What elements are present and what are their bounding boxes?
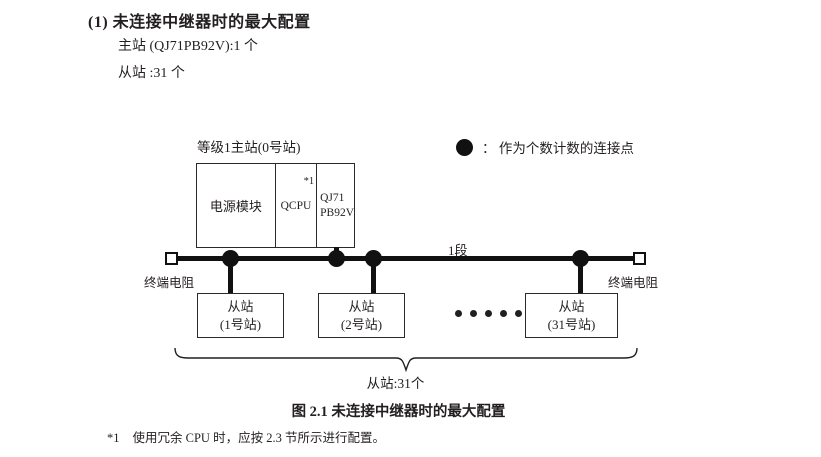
slave-station-2-title: 从站	[348, 298, 375, 314]
ellipsis-dot	[485, 310, 492, 317]
network-module-label-line1: QJ71	[320, 192, 345, 205]
slave-group-brace	[174, 347, 638, 373]
filled-circle-icon	[456, 138, 473, 156]
terminator-right-label: 终端电阻	[608, 276, 659, 290]
ellipsis-dot	[500, 310, 507, 317]
connection-node-master	[328, 250, 345, 267]
slave-station-1-title: 从站	[227, 298, 254, 314]
slave31-drop-line	[578, 258, 583, 294]
slave-station-2-number: (2号站)	[340, 316, 383, 332]
slave1-drop-line	[228, 258, 233, 294]
slave-station-box-1: 从站 (1号站)	[197, 293, 284, 338]
ellipsis-dot	[470, 310, 477, 317]
terminator-left-icon	[165, 252, 178, 265]
segment-label: 1段	[448, 243, 468, 258]
ellipsis-dot	[515, 310, 522, 317]
network-module-label-line2: PB92V	[320, 206, 354, 219]
master-station-box: 电源模块 QCPU *1 QJ71 PB92V	[196, 163, 355, 248]
slave-group-label: 从站:31个	[366, 376, 425, 391]
slave-station-box-31: 从站 (31号站)	[525, 293, 618, 338]
heading-detail-master: 主站 (QJ71PB92V):1 个	[118, 39, 259, 54]
slave-station-box-2: 从站 (2号站)	[318, 293, 405, 338]
footnote: *1 使用冗余 CPU 时，应按 2.3 节所示进行配置。	[107, 427, 385, 446]
terminator-right-icon	[633, 252, 646, 265]
slave-station-31-number: (31号站)	[547, 316, 596, 332]
heading-detail-slave: 从站 :31 个	[118, 66, 185, 81]
slave2-drop-line	[371, 258, 376, 294]
legend: ： 作为个数计数的连接点	[456, 137, 634, 157]
slave-station-1-number: (1号站)	[219, 316, 262, 332]
qcpu-footnote-mark: *1	[303, 176, 315, 187]
qcpu-label: QCPU	[280, 199, 312, 212]
footnote-mark: *1	[107, 431, 120, 445]
legend-label: ： 作为个数计数的连接点	[482, 141, 634, 156]
section-heading: (1) 未连接中继器时的最大配置	[88, 14, 311, 31]
power-module-cell: 电源模块	[197, 164, 276, 247]
master-station-label: 等级1主站(0号站)	[197, 140, 301, 155]
network-module-cell: QJ71 PB92V	[317, 164, 354, 247]
terminator-left-label: 终端电阻	[144, 276, 195, 290]
figure-caption: 图 2.1 未连接中继器时的最大配置	[291, 404, 506, 420]
slave-station-31-title: 从站	[558, 298, 585, 314]
qcpu-cell: QCPU *1	[276, 164, 318, 247]
footnote-text: 使用冗余 CPU 时，应按 2.3 节所示进行配置。	[132, 431, 385, 445]
bus-trunk-line	[176, 256, 638, 261]
ellipsis-dot	[455, 310, 462, 317]
